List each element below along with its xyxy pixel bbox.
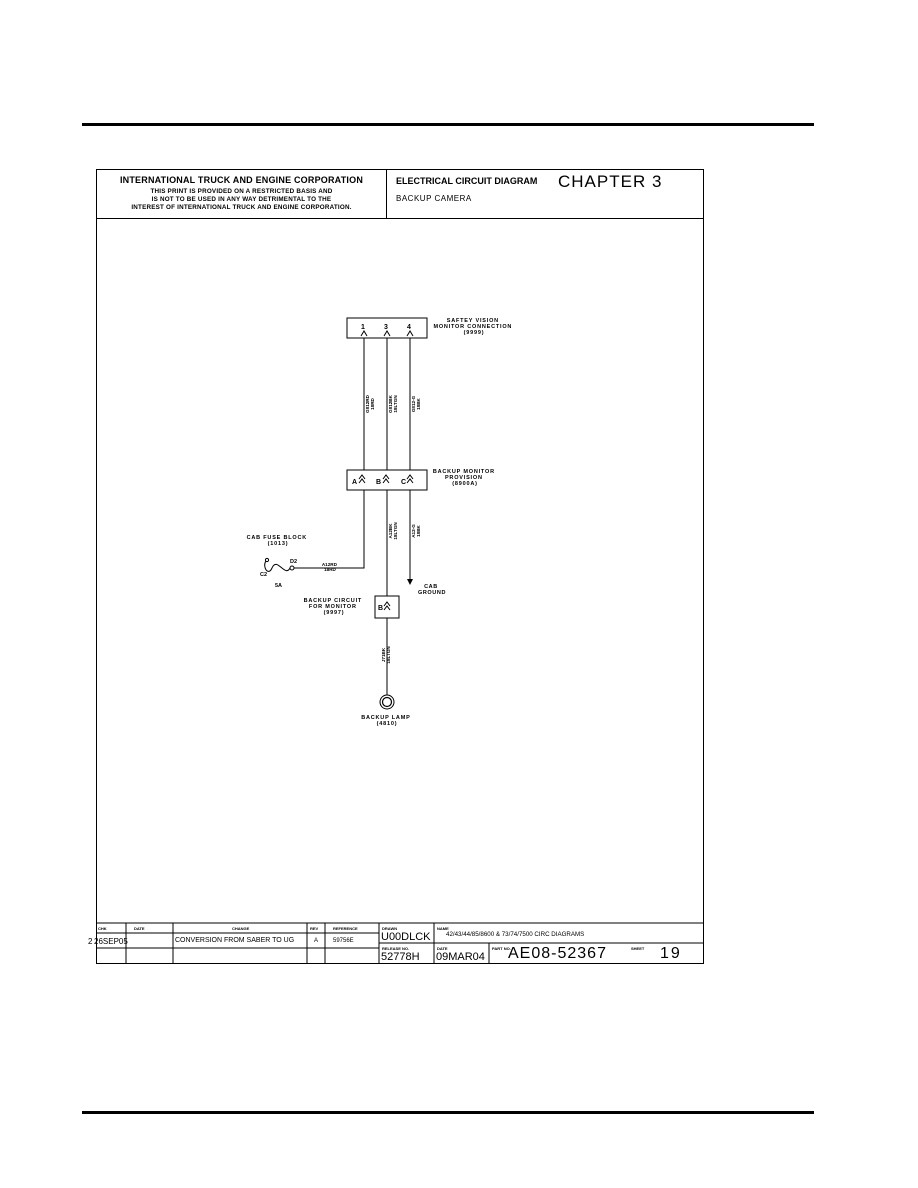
backup-lamp-label: BACKUP LAMP (4810) <box>361 715 413 727</box>
company-name: INTERNATIONAL TRUCK AND ENGINE CORPORATI… <box>119 175 364 185</box>
label-line: FOR MONITOR <box>309 604 357 610</box>
sheet-value: 19 <box>660 945 682 962</box>
fuse-wire <box>294 490 365 569</box>
pin-arrow <box>406 478 414 484</box>
top-rule <box>82 123 814 126</box>
restriction-line: IS NOT TO BE USED IN ANY WAY DETRIMENTAL… <box>151 196 332 203</box>
pin-arrow <box>358 474 366 480</box>
fuse-rating: 5A <box>275 583 282 589</box>
document-type: ELECTRICAL CIRCUIT DIAGRAM <box>396 176 538 186</box>
label-line: (1013) <box>268 541 289 547</box>
drawing-sheet: INTERNATIONAL TRUCK AND ENGINE CORPORATI… <box>96 169 704 964</box>
pin-label: 3 <box>384 324 388 331</box>
pin-arrow <box>406 474 414 480</box>
col-header-change: CHANGE <box>232 926 250 931</box>
label-line: CAB FUSE BLOCK <box>247 535 307 541</box>
pin-label: C <box>401 479 406 486</box>
label-line: (9997) <box>324 610 345 616</box>
drawn-label: DRAWN <box>382 926 398 931</box>
bottom-rule <box>82 1111 814 1114</box>
pin-arrow <box>382 474 390 480</box>
pin-arrow <box>358 478 366 484</box>
label-line: MONITOR CONNECTION <box>433 324 512 330</box>
revision-rev: A <box>314 938 319 944</box>
pin-arrow <box>360 330 368 337</box>
fuse-terminal <box>289 565 295 571</box>
sheet-label: SHEET <box>631 946 645 951</box>
chapter-title: CHAPTER 3 <box>558 172 663 191</box>
pin-arrow <box>382 478 390 484</box>
pin-arrow <box>383 330 391 337</box>
lamp-icon <box>381 696 393 708</box>
diagram-subject: BACKUP CAMERA <box>396 194 472 203</box>
ground-arrow-icon <box>407 579 413 585</box>
pin-arrow <box>406 330 414 337</box>
wire-label: J71BK18LTGN <box>381 646 391 664</box>
col-header-chk: CHK <box>98 926 107 931</box>
name-label: NAME <box>437 926 449 931</box>
wire-label: A12-G18BK <box>411 524 421 538</box>
connector-label: BACKUP MONITOR PROVISION (8900A) <box>433 469 497 487</box>
label-line: (8900A) <box>452 481 477 487</box>
release-label: RELEASE NO. <box>382 946 410 951</box>
restriction-line: INTEREST OF INTERNATIONAL TRUCK AND ENGI… <box>131 204 352 211</box>
wire-label: G812RD18RD <box>365 394 375 413</box>
release-value: 52778H <box>381 951 420 963</box>
col-header-reference: REFERENCE <box>333 926 358 931</box>
date-value: 09MAR04 <box>436 951 485 963</box>
revision-change: CONVERSION FROM SABER TO UG <box>175 937 295 944</box>
pin-arrow <box>383 605 391 611</box>
restriction-line: THIS PRINT IS PROVIDED ON A RESTRICTED B… <box>150 188 333 195</box>
label-line: BACKUP LAMP <box>361 715 410 721</box>
label-line: (9999) <box>464 330 485 336</box>
part-label: PART NO. <box>492 946 511 951</box>
label-line: SAFTEY VISION <box>447 318 499 324</box>
label-line: PROVISION <box>445 475 483 481</box>
col-header-rev: REV <box>310 926 319 931</box>
pin-arrow <box>383 601 391 607</box>
fuse-icon <box>264 560 291 572</box>
wire-label: A12BK18LTGN <box>388 522 398 540</box>
header-block: INTERNATIONAL TRUCK AND ENGINE CORPORATI… <box>97 170 703 219</box>
pin-label: 1 <box>361 324 365 331</box>
ground-label: CAB GROUND <box>418 584 446 596</box>
label-line: GROUND <box>418 590 446 596</box>
label-line: BACKUP CIRCUIT <box>304 598 362 604</box>
wire-label: G812BK18LTGN <box>388 394 398 413</box>
revision-chk: 2 <box>88 937 93 946</box>
fuse-terminal-label: D2 <box>290 559 297 565</box>
lamp-icon <box>379 694 395 710</box>
date-label: DATE <box>437 946 448 951</box>
backup-circuit-label: BACKUP CIRCUIT FOR MONITOR (9997) <box>304 598 365 616</box>
col-header-date: DATE <box>134 926 145 931</box>
pin-label: B <box>376 479 381 486</box>
pin-label: A <box>352 479 357 486</box>
label-line: BACKUP MONITOR <box>433 469 495 475</box>
revision-reference: 59756E <box>333 938 354 944</box>
company-block: INTERNATIONAL TRUCK AND ENGINE CORPORATI… <box>97 170 387 218</box>
fuse-block-label: CAB FUSE BLOCK (1013) <box>247 535 310 547</box>
label-line: CAB <box>424 584 438 590</box>
pin-label: 4 <box>407 324 411 331</box>
part-value: AE08-52367 <box>508 945 607 962</box>
connector-label: SAFTEY VISION MONITOR CONNECTION (9999) <box>433 318 514 336</box>
fuse-terminal <box>264 557 270 563</box>
label-line: (4810) <box>377 721 398 727</box>
restriction-notice: THIS PRINT IS PROVIDED ON A RESTRICTED B… <box>97 188 386 212</box>
revision-date: 26SEP05 <box>94 937 128 946</box>
name-value: 42/43/44/85/8600 & 73/74/7500 CIRC DIAGR… <box>446 931 585 938</box>
fuse-wire-label: A12RD 18RD <box>322 562 338 572</box>
fuse-terminal-label: C2 <box>260 572 267 578</box>
pin-label: B <box>378 605 383 612</box>
drawn-value: U00DLCK <box>381 931 431 943</box>
wire-label: G812-G18BK <box>411 395 421 412</box>
